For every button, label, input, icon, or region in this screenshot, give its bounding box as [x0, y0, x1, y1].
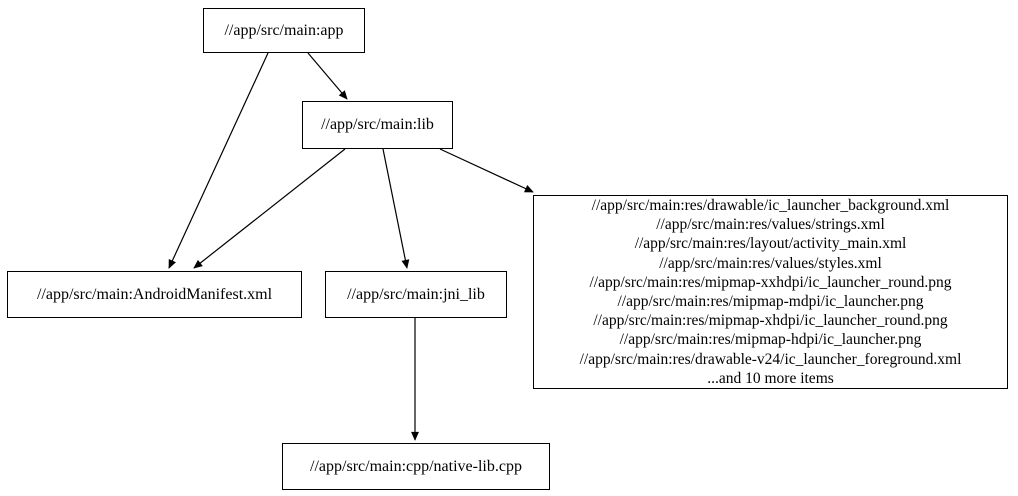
- edge-app-to-lib: [307, 52, 348, 100]
- res-file-label: //app/src/main:res/mipmap-xxhdpi/ic_laun…: [589, 273, 952, 291]
- node-jni-lib: //app/src/main:jni_lib: [325, 271, 507, 318]
- node-app: //app/src/main:app: [203, 8, 365, 53]
- res-file-label: //app/src/main:res/mipmap-xhdpi/ic_launc…: [593, 312, 948, 330]
- edge-lib-to-jni-lib: [382, 148, 410, 269]
- res-file-label: //app/src/main:res/values/strings.xml: [656, 216, 885, 234]
- node-lib-label: //app/src/main:lib: [321, 116, 434, 133]
- res-file-label: //app/src/main:res/mipmap-hdpi/ic_launch…: [619, 331, 922, 349]
- node-res-files: //app/src/main:res/drawable/ic_launcher_…: [533, 195, 1008, 389]
- node-android-manifest-label: //app/src/main:AndroidManifest.xml: [36, 285, 273, 303]
- node-app-label: //app/src/main:app: [224, 21, 344, 39]
- res-file-label: //app/src/main:res/values/styles.xml: [659, 254, 882, 272]
- node-native-lib-cpp-label: //app/src/main:cpp/native-lib.cpp: [310, 457, 522, 475]
- edge-app-to-android-manifest: [168, 52, 269, 269]
- res-file-label: //app/src/main:res/drawable/ic_launcher_…: [591, 196, 950, 214]
- edge-lib-to-android-manifest: [193, 148, 346, 269]
- edge-lib-to-res-files: [439, 148, 534, 193]
- node-native-lib-cpp: //app/src/main:cpp/native-lib.cpp: [282, 443, 550, 490]
- res-file-label: //app/src/main:res/layout/activity_main.…: [634, 235, 907, 253]
- node-android-manifest: //app/src/main:AndroidManifest.xml: [7, 271, 302, 318]
- res-file-label: //app/src/main:res/drawable-v24/ic_launc…: [579, 350, 962, 368]
- res-files-more-items-label: ...and 10 more items: [707, 369, 834, 387]
- res-file-label: //app/src/main:res/mipmap-mdpi/ic_launch…: [617, 293, 924, 310]
- node-lib: //app/src/main:lib: [302, 101, 453, 149]
- node-jni-lib-label: //app/src/main:jni_lib: [347, 285, 485, 303]
